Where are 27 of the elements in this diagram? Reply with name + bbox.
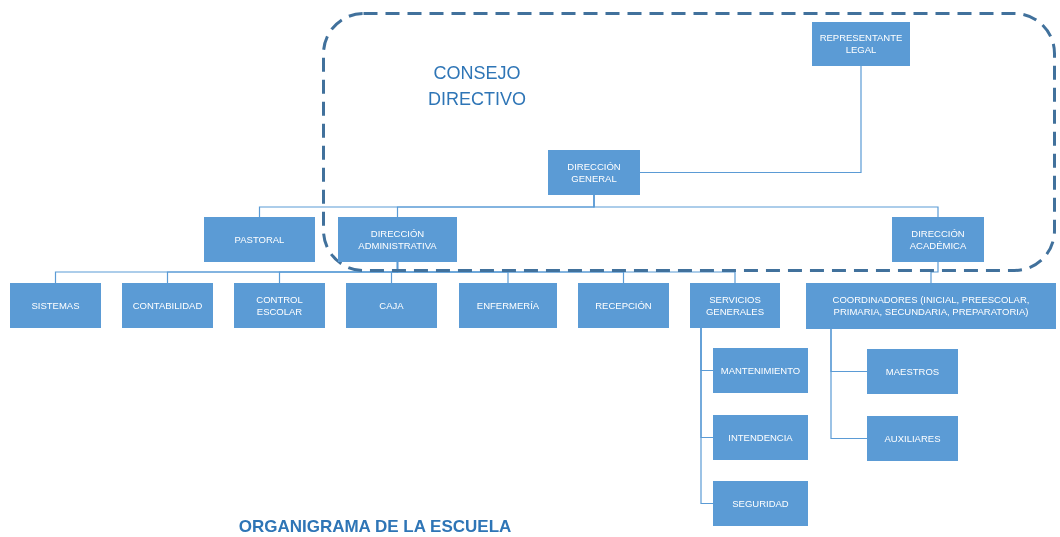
org-unit-box: COORDINADORES (INICIAL, PREESCOLAR, PRIMARIA, SECUNDARIA, PREPARATORIA) (806, 283, 1056, 329)
connector-line (830, 328, 868, 440)
org-unit-box: ENFERMERÍA (459, 283, 557, 328)
org-unit-box: CONTABILIDAD (122, 283, 213, 328)
group-title: CONSEJO DIRECTIVO (427, 62, 527, 111)
org-unit-box: REPRESENTANTE LEGAL (812, 22, 910, 66)
org-unit-box: PASTORAL (204, 217, 315, 262)
org-unit-box: CAJA (346, 283, 437, 328)
connector-line (396, 261, 736, 284)
org-unit-box: MAESTROS (867, 349, 958, 394)
diagram-title: ORGANIGRAMA DE LA ESCUELA (237, 517, 513, 537)
org-unit-box: DIRECCIÓN ADMINISTRATIVA (338, 217, 457, 262)
org-unit-box: SISTEMAS (10, 283, 101, 328)
org-unit-box: DIRECCIÓN ACADÉMICA (892, 217, 984, 262)
org-unit-box: INTENDENCIA (713, 415, 808, 460)
org-unit-box: AUXILIARES (867, 416, 958, 461)
org-unit-box: CONTROL ESCOLAR (234, 283, 325, 328)
connector-line (593, 194, 939, 218)
connector-line (930, 261, 939, 284)
org-unit-box: SERVICIOS GENERALES (690, 283, 780, 328)
connector-line (700, 327, 714, 505)
org-unit-box: MANTENIMIENTO (713, 348, 808, 393)
connector-line (639, 65, 862, 174)
org-unit-box: SEGURIDAD (713, 481, 808, 526)
dashed-group-outline (322, 12, 1056, 272)
org-unit-box: RECEPCIÓN (578, 283, 669, 328)
org-unit-box: DIRECCIÓN GENERAL (548, 150, 640, 195)
